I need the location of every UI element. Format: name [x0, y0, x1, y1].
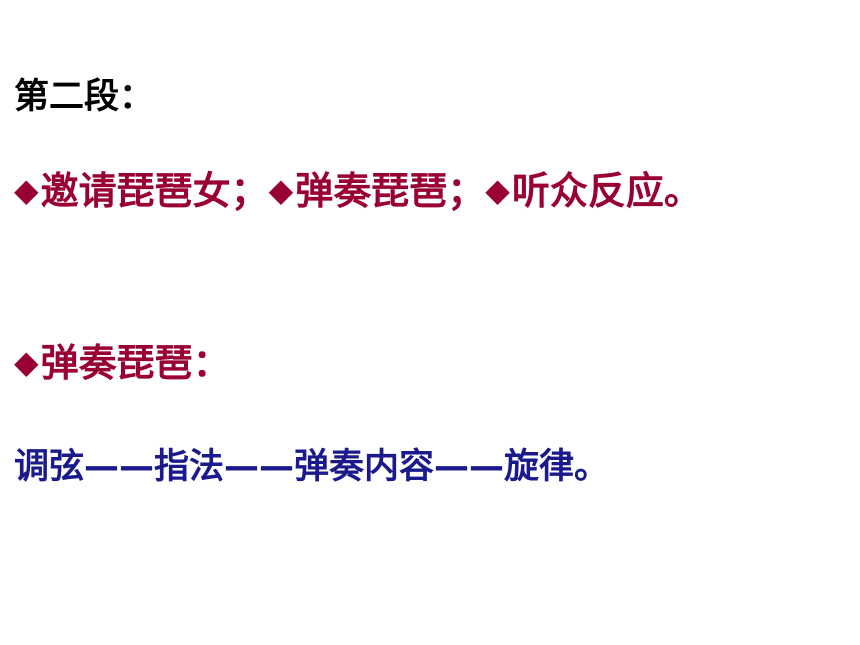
summary-bullet-row: ◆邀请琵琶女；◆弹奏琵琶；◆听众反应。	[14, 172, 702, 210]
diamond-bullet-icon: ◆	[14, 171, 39, 209]
sub-heading-text: 弹奏琵琶：	[40, 341, 231, 385]
section-heading: 第二段：	[14, 77, 155, 117]
bullet-item-invite: 邀请琵琶女；	[40, 169, 269, 213]
diamond-bullet-icon: ◆	[268, 171, 294, 209]
bullet-item-play: 弹奏琵琶；	[295, 169, 486, 213]
bullet-item-audience: 听众反应。	[511, 169, 702, 213]
performance-sequence: 调弦——指法——弹奏内容——旋律。	[14, 447, 610, 487]
diamond-bullet-icon: ◆	[485, 171, 510, 209]
diamond-bullet-icon: ◆	[14, 343, 39, 381]
sub-heading-bullet: ◆弹奏琵琶：	[14, 344, 231, 382]
